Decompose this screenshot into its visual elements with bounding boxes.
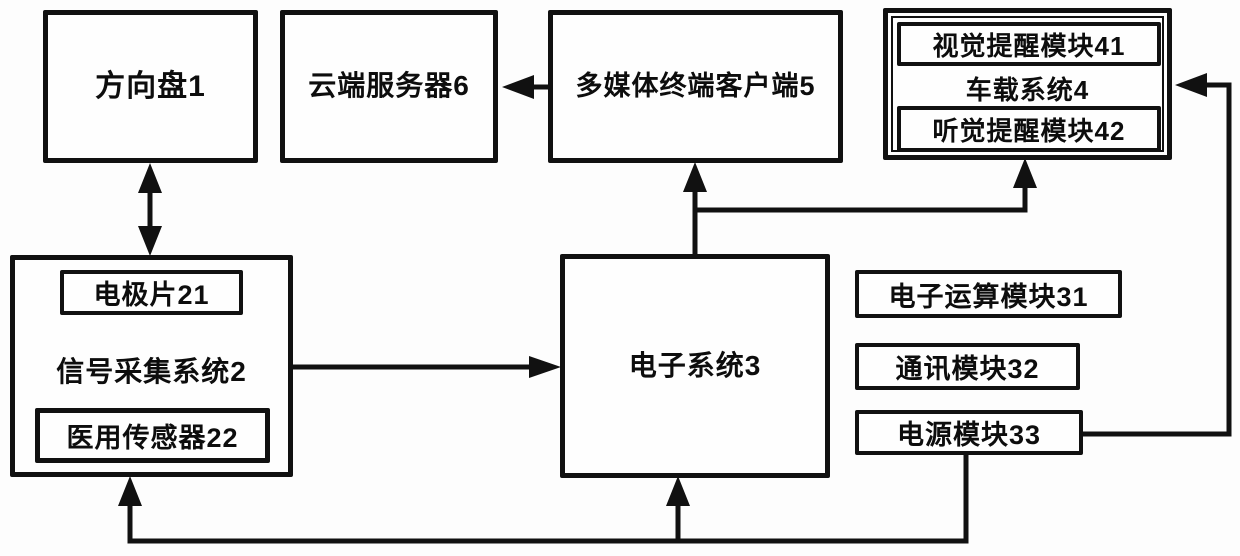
node-computing-module-label: 电子运算模块31	[888, 281, 1089, 312]
node-signal-acquisition-label: 信号采集系统2	[56, 356, 247, 387]
wire-electronic-vehicle	[695, 188, 1028, 213]
node-computing-module: 电子运算模块31	[855, 270, 1122, 318]
node-auditory-reminder-label: 听觉提醒模块42	[932, 115, 1126, 146]
arrowhead-up-into-steering	[138, 163, 162, 193]
node-electrode-pad: 电极片21	[60, 270, 243, 315]
wire-power-vehicle	[1083, 82, 1232, 437]
node-steering-wheel-label: 方向盘1	[95, 70, 206, 103]
node-cloud-server-label: 云端服务器6	[308, 70, 470, 102]
node-vehicle-system-label: 车载系统4	[965, 75, 1090, 105]
node-communication-module-label: 通讯模块32	[895, 354, 1040, 384]
node-medical-sensor: 医用传感器22	[35, 408, 270, 463]
wire-power-bottom-bus	[127, 455, 969, 544]
arrowhead-up-into-signal-bottom	[118, 476, 142, 506]
arrowhead-down-into-signal	[138, 226, 162, 256]
node-electrode-pad-label: 电极片21	[93, 280, 210, 310]
node-medical-sensor-label: 医用传感器22	[66, 423, 239, 453]
arrowhead-up-into-vehicle	[1013, 158, 1037, 188]
node-cloud-server: 云端服务器6	[280, 10, 498, 163]
arrowhead-right-into-electronic	[529, 356, 561, 378]
arrowhead-left-into-cloud	[502, 75, 534, 99]
node-steering-wheel: 方向盘1	[43, 10, 258, 163]
node-electronic-system: 电子系统3	[560, 254, 830, 478]
node-power-module-label: 电源模块33	[896, 420, 1042, 450]
arrowhead-up-into-client	[683, 162, 707, 192]
node-power-module: 电源模块33	[855, 410, 1083, 455]
node-electronic-system-label: 电子系统3	[628, 349, 762, 381]
node-visual-reminder-label: 视觉提醒模块41	[932, 30, 1126, 61]
arrowhead-left-into-vehicle	[1175, 73, 1207, 97]
node-multimedia-client-label: 多媒体终端客户端5	[575, 70, 816, 101]
node-auditory-reminder-module: 听觉提醒模块42	[897, 106, 1161, 152]
node-communication-module: 通讯模块32	[855, 343, 1080, 390]
node-visual-reminder-module: 视觉提醒模块41	[897, 22, 1161, 66]
node-multimedia-client: 多媒体终端客户端5	[548, 10, 843, 163]
arrowhead-up-into-electronic-bottom	[666, 476, 690, 506]
